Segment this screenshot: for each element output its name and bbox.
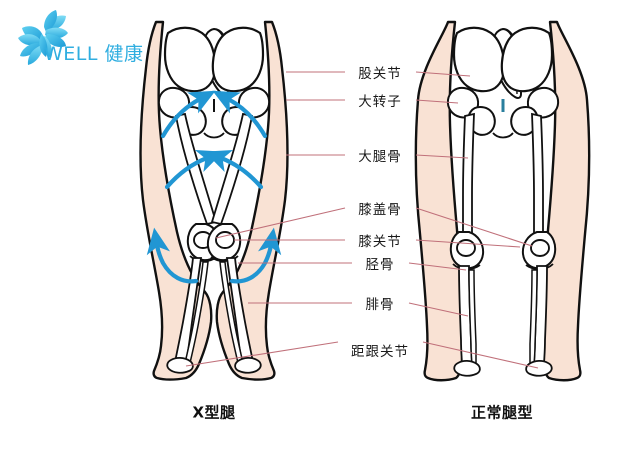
caption-normal-legs: 正常腿型 bbox=[470, 403, 534, 422]
label-da-tui-gu: 大腿骨 bbox=[358, 149, 402, 165]
caption-x-legs: X型腿 bbox=[192, 403, 236, 422]
figure-normal-legs bbox=[414, 20, 591, 382]
hip-inward-rotation-arrow-left bbox=[160, 90, 216, 139]
label-xi-gai-gu: 膝盖骨 bbox=[358, 202, 402, 218]
label-fei-gu: 腓骨 bbox=[365, 297, 395, 313]
label-jing-gu: 胫骨 bbox=[365, 257, 395, 273]
thigh-inward-arrow-left bbox=[164, 150, 224, 190]
hip-inward-rotation-arrow-right bbox=[212, 90, 268, 139]
lotus-flower-icon bbox=[18, 10, 68, 65]
leader-lines bbox=[185, 71, 539, 369]
label-xi-guan-jie: 膝关节 bbox=[358, 234, 402, 250]
label-ju-gen-guan-jie: 距跟关节 bbox=[351, 344, 409, 360]
label-gu-guan-jie: 股关节 bbox=[358, 66, 402, 82]
shin-outward-arrow-left bbox=[146, 227, 199, 284]
label-da-zhuan-zi: 大转子 bbox=[358, 94, 402, 110]
figure-x-legs bbox=[139, 20, 289, 381]
brand-name: WELL 健康 bbox=[44, 43, 144, 65]
thigh-inward-arrow-right bbox=[204, 150, 264, 190]
